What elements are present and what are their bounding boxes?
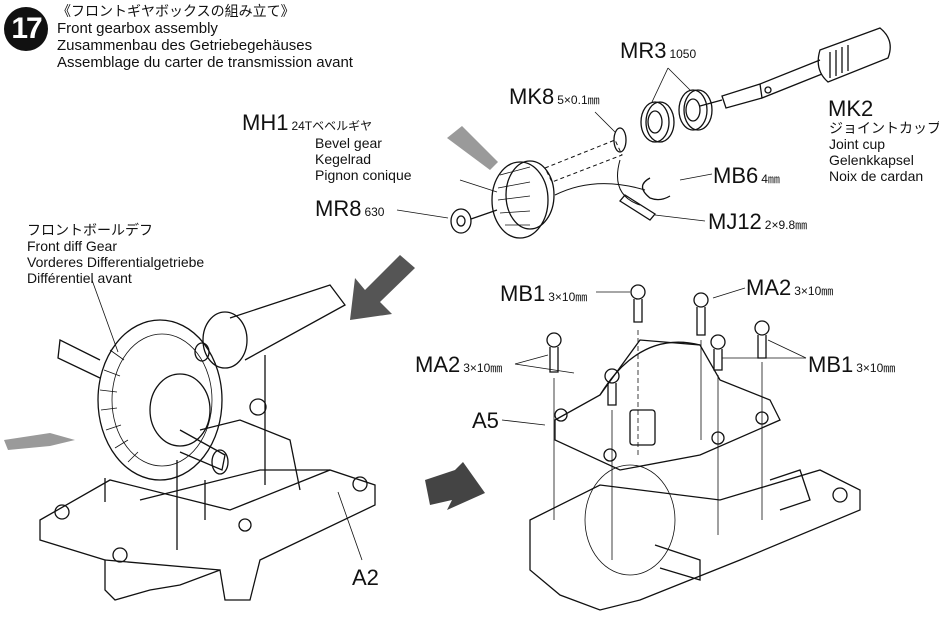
pin-mj12-part [619, 194, 656, 221]
screw-ma2-top [693, 292, 709, 440]
label-a5: A5 [472, 408, 499, 433]
step-number-badge: 17 [4, 7, 48, 51]
label-mk2: MK2 [828, 96, 874, 121]
mh1-description: Bevel gear Kegelrad Pignon conique [315, 135, 412, 183]
step-title-en: Front gearbox assembly [57, 20, 218, 37]
screw-mb1-right-1 [710, 334, 726, 535]
arrow-down-left-icon [350, 255, 415, 320]
bearing-mr3-part [640, 89, 723, 143]
bevel-gear-mh1-part [491, 160, 555, 239]
front-diff-description: フロントボールデフ Front diff Gear Vorderes Diffe… [27, 222, 205, 286]
mk2-description: ジョイントカップ Joint cup Gelenkkapsel Noix de … [829, 120, 939, 184]
screw-mb1-top [630, 284, 646, 455]
step-title-fr: Assemblage du carter de transmission ava… [57, 54, 353, 71]
joint-cup-part [721, 27, 891, 109]
bearing-mr8-part [450, 208, 498, 234]
grease-tube-icon [447, 126, 498, 170]
step-title-de: Zusammenbau des Getriebegehäuses [57, 37, 313, 54]
shim-mk8-part [613, 127, 627, 153]
step-title-jp: 《フロントギヤボックスの組み立て》 [57, 3, 295, 19]
label-a2: A2 [352, 565, 379, 590]
gearbox-a2-assembly [39, 284, 376, 601]
e-ring-mb6-part [641, 177, 671, 201]
screw-ma2-left-1 [546, 332, 562, 520]
gearbox-a5-assembly [529, 339, 861, 611]
arrow-right-icon [425, 462, 485, 510]
grease-tube-icon [4, 433, 75, 450]
screw-ma2-left-2 [604, 368, 620, 560]
step-title: 《フロントギヤボックスの組み立て》 Front gearbox assembly… [57, 3, 353, 71]
